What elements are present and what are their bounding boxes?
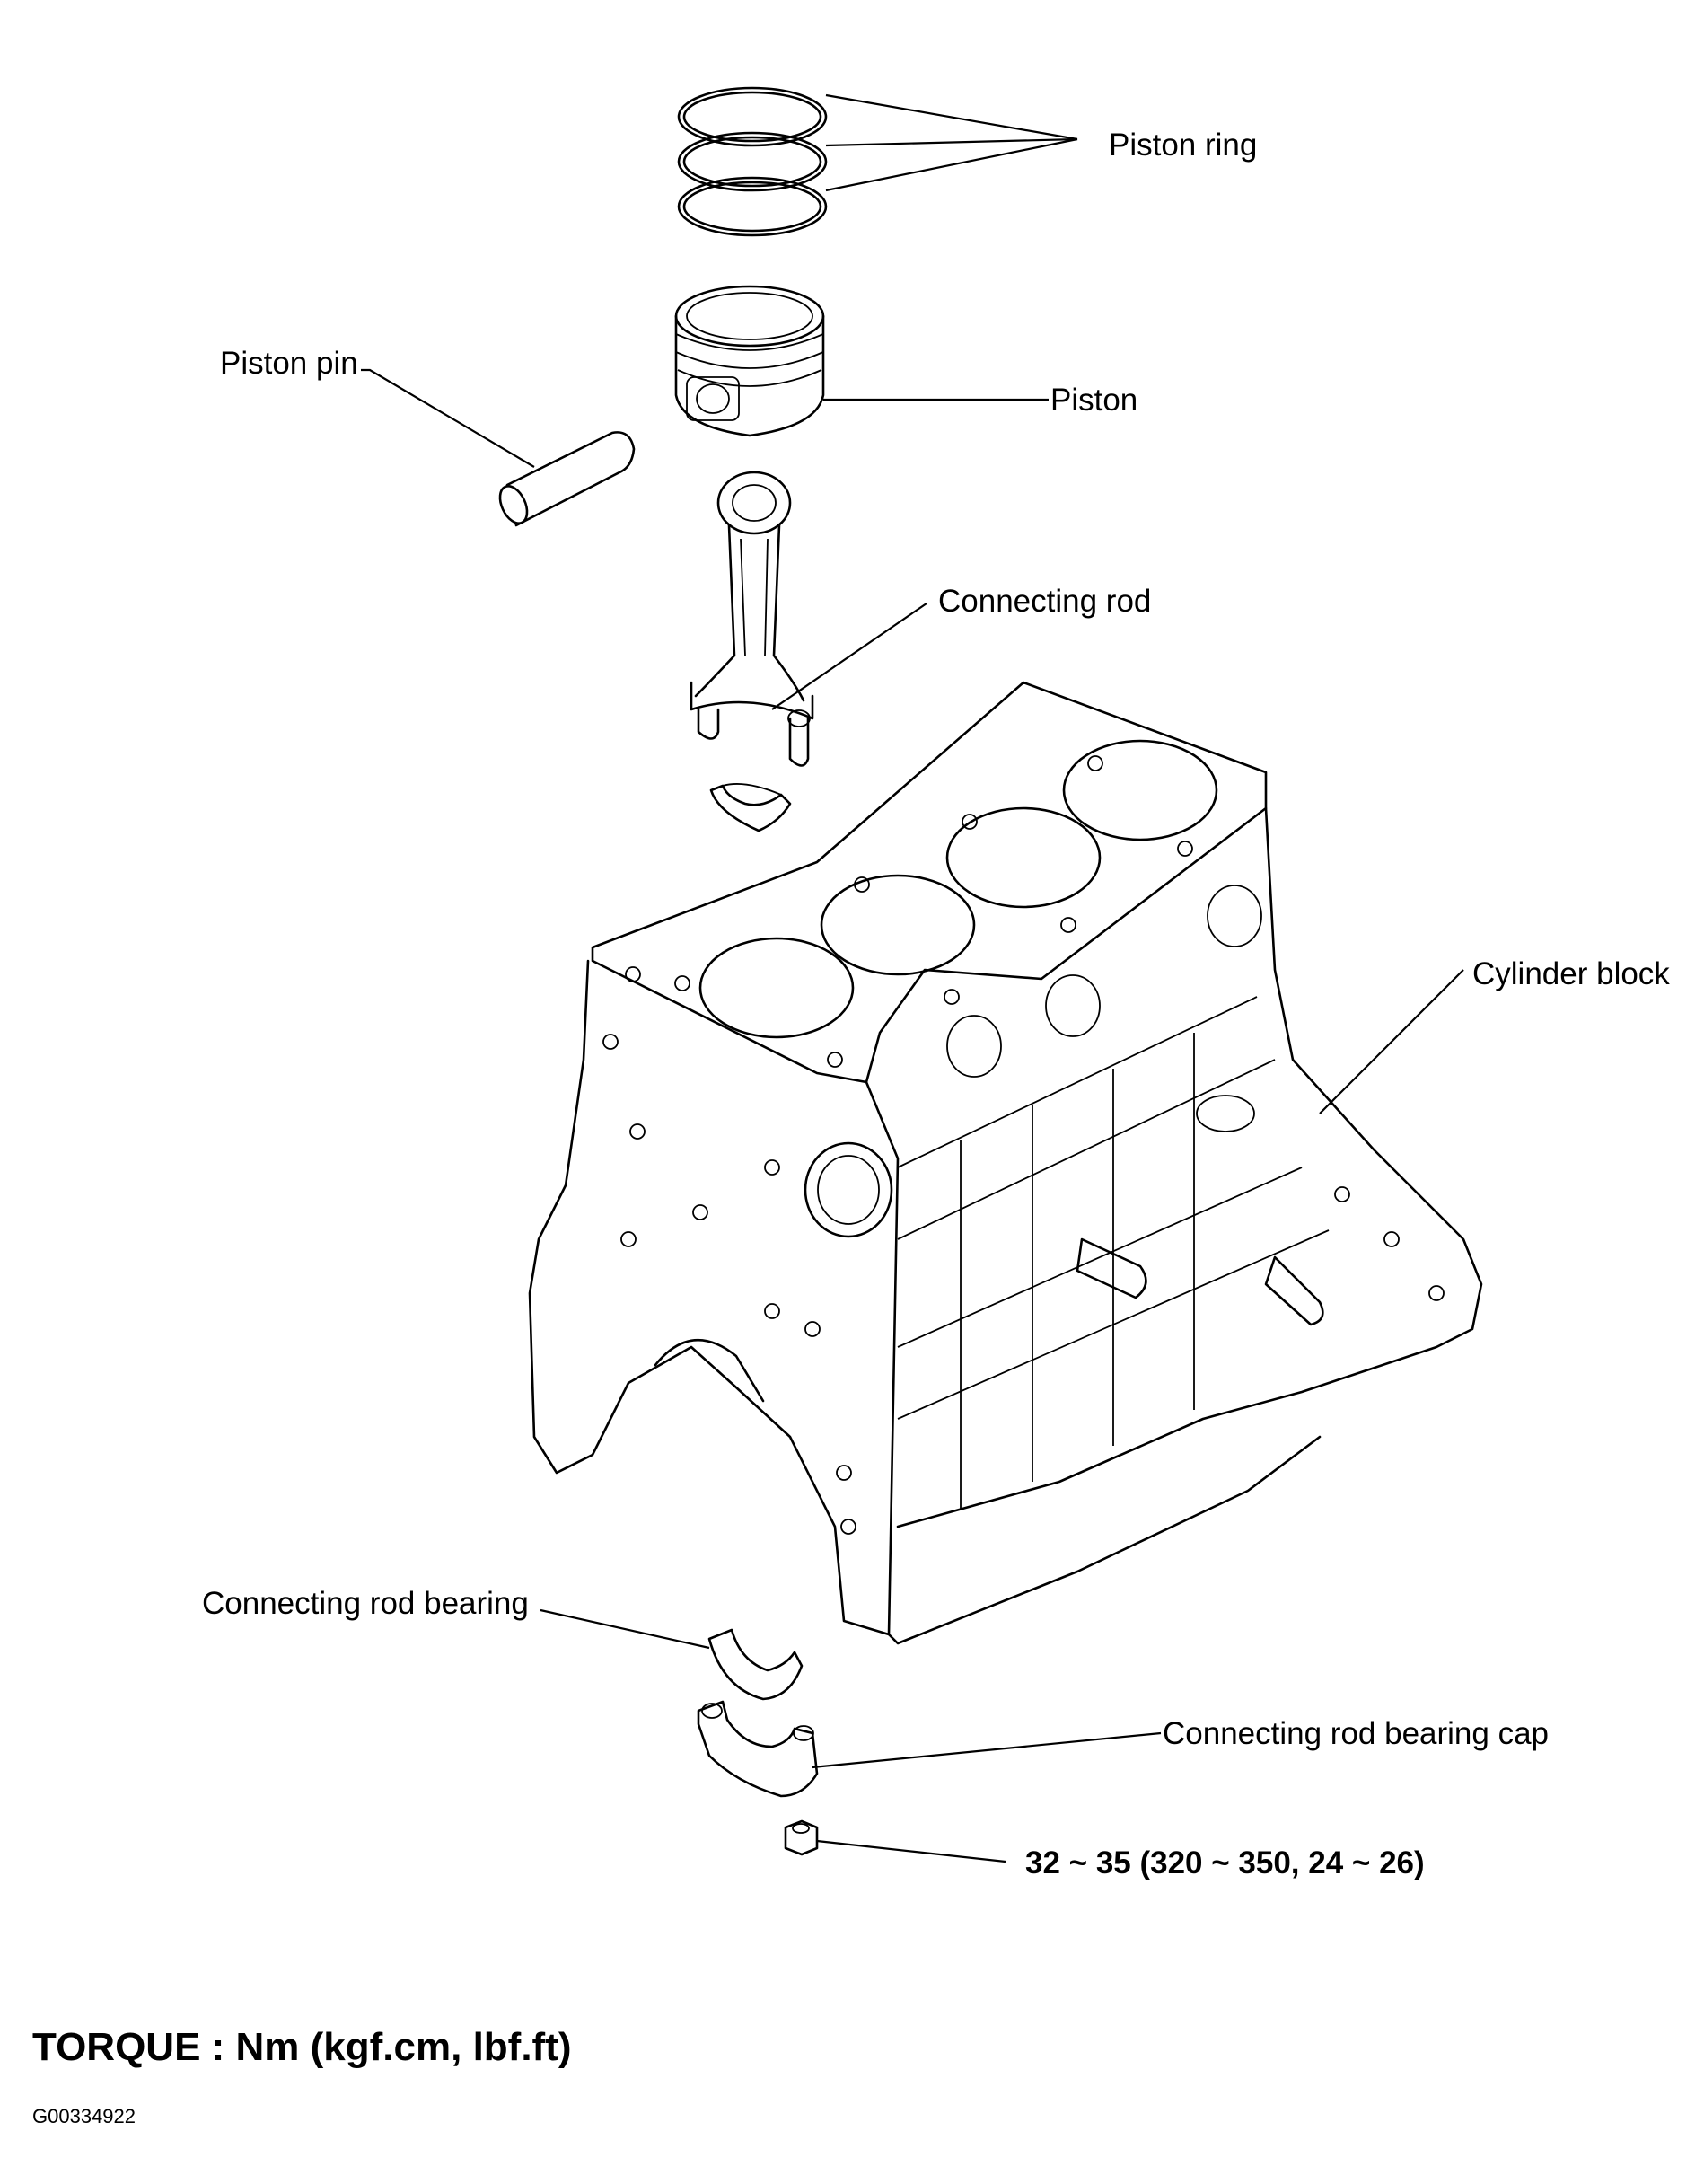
- figure-code: G00334922: [32, 2105, 136, 2127]
- upper-bearing-part: [709, 783, 792, 832]
- bearing-cap-part: [697, 1700, 819, 1798]
- torque-leader: [816, 1839, 1006, 1863]
- piston-ring-label: Piston ring: [1109, 128, 1258, 163]
- cylinder-block-leader: [1319, 969, 1464, 1114]
- piston-part: [674, 285, 825, 437]
- piston-pin-leader: [361, 368, 535, 468]
- piston-ring-leaders: [825, 93, 1078, 192]
- cylinder-block-label: Cylinder block: [1472, 956, 1670, 991]
- piston-label: Piston: [1050, 383, 1138, 418]
- torque-spec-label: 32 ~ 35 (320 ~ 350, 24 ~ 26): [1025, 1845, 1425, 1880]
- bearing-cap-leader: [812, 1731, 1162, 1769]
- piston-pin-label: Piston pin: [220, 346, 358, 381]
- connecting-rod-bearing-cap-label: Connecting rod bearing cap: [1163, 1716, 1550, 1751]
- piston-pin-part: [498, 431, 636, 527]
- connecting-rod-label: Connecting rod: [938, 584, 1152, 619]
- lower-bearing-part: [707, 1628, 804, 1701]
- connecting-rod-part: [690, 471, 814, 767]
- cylinder-block-part: [528, 681, 1483, 1645]
- piston-ring-part: [677, 86, 828, 237]
- nut-part: [784, 1819, 819, 1856]
- torque-units-title: TORQUE : Nm (kgf.cm, lbf.ft): [32, 2025, 572, 2069]
- connecting-rod-bearing-leader: [540, 1608, 710, 1650]
- connecting-rod-bearing-label: Connecting rod bearing: [202, 1586, 529, 1621]
- connecting-rod-leader: [771, 603, 927, 710]
